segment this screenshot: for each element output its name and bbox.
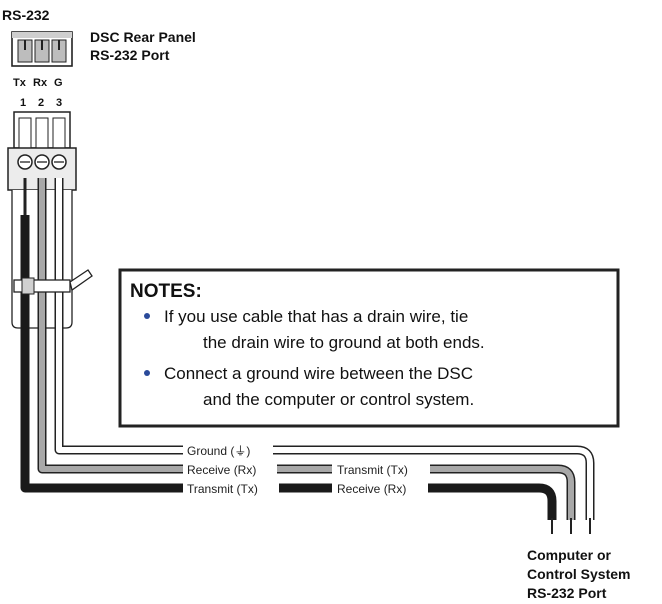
computer-caption-line3: RS-232 Port [527, 585, 607, 601]
pin-label-rx: Rx [33, 77, 48, 89]
wire-tips [551, 518, 591, 534]
notes-box: NOTES: If you use cable that has a drain… [118, 268, 620, 428]
left-receive-label: Receive (Rx) [187, 463, 256, 477]
left-transmit-label: Transmit (Tx) [187, 482, 258, 496]
note-1-line2: the drain wire to ground at both ends. [203, 333, 485, 352]
ground-label: Ground (⏚) [187, 444, 250, 458]
tx-rx-wire [20, 215, 557, 520]
pin-number-1: 1 [20, 97, 26, 109]
computer-caption-line2: Control System [527, 566, 630, 582]
rx-tx-wire [37, 178, 576, 520]
pin-number-2: 2 [38, 97, 44, 109]
ground-wire [54, 178, 595, 520]
left-transmit-label-gap [183, 480, 279, 496]
computer-caption-line1: Computer or [527, 547, 612, 563]
rear-panel-connector [11, 31, 73, 67]
notes-heading: NOTES: [130, 281, 202, 302]
note-1-line1: If you use cable that has a drain wire, … [164, 307, 468, 326]
right-receive-label-gap [332, 480, 428, 496]
note-2-line2: and the computer or control system. [203, 390, 474, 409]
rs232-title: RS-232 [2, 7, 50, 23]
pin-label-g: G [54, 77, 63, 89]
cable-tie [13, 269, 93, 295]
right-transmit-label: Transmit (Tx) [337, 463, 408, 477]
note-bullet-2 [144, 370, 150, 376]
pin-label-tx: Tx [13, 77, 27, 89]
right-transmit-label-gap [332, 461, 430, 477]
right-receive-label: Receive (Rx) [337, 482, 406, 496]
ground-label-gap [183, 442, 273, 458]
left-receive-label-gap [183, 461, 277, 477]
panel-caption-line2: RS-232 Port [90, 47, 170, 63]
note-bullet-1 [144, 313, 150, 319]
panel-caption-line1: DSC Rear Panel [90, 29, 196, 45]
note-2-line1: Connect a ground wire between the DSC [164, 364, 473, 383]
pin-number-3: 3 [56, 97, 62, 109]
